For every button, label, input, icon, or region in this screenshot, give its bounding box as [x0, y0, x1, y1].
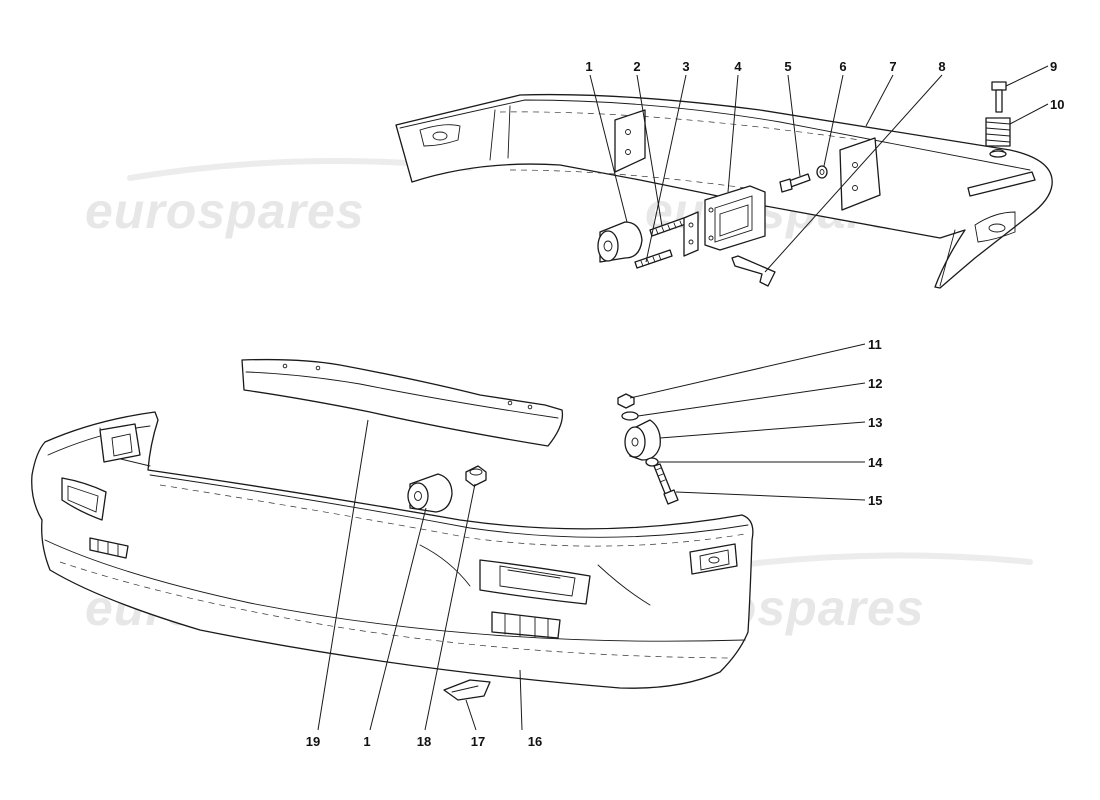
rubber-buffer-front	[407, 473, 453, 513]
watermark-text: eurospares	[85, 183, 365, 239]
callout-4: 4	[734, 59, 742, 74]
callout-17: 17	[471, 734, 485, 749]
callout-16: 16	[528, 734, 542, 749]
front-right-lamp	[689, 543, 738, 575]
front-bumper-body	[31, 411, 754, 689]
rubber-buffer-13	[624, 419, 661, 461]
bolt-9	[991, 81, 1007, 113]
plate-17	[443, 679, 491, 701]
rear-bumper	[395, 93, 1053, 289]
spacer-plate	[683, 211, 699, 257]
front-left-vent	[89, 537, 129, 559]
rear-bumper-plate-strip	[967, 171, 1036, 197]
callout-7: 7	[889, 59, 896, 74]
callout-labels: 1 2 3 4 5 6 7 8 9 10 11 12 13 14 15 16 1…	[306, 59, 1065, 749]
stud-lower	[634, 249, 673, 269]
front-plate-recess	[479, 559, 591, 605]
callout-10: 10	[1050, 97, 1064, 112]
callout-11: 11	[868, 337, 882, 352]
callout-18: 18	[417, 734, 431, 749]
callout-8: 8	[938, 59, 945, 74]
callout-2: 2	[633, 59, 640, 74]
washer-12	[621, 411, 639, 421]
callout-1-rear: 1	[585, 59, 592, 74]
front-left-lamp	[61, 477, 107, 521]
callout-19: 19	[306, 734, 320, 749]
callout-15: 15	[868, 493, 882, 508]
clip-8	[731, 255, 776, 287]
front-bumper	[31, 411, 754, 689]
callout-13: 13	[868, 415, 882, 430]
callout-1-front: 1	[363, 734, 370, 749]
nut-11	[617, 393, 635, 409]
front-inner-bracket	[99, 423, 141, 463]
leader-lines	[317, 65, 1049, 731]
bolt-18	[465, 465, 487, 487]
reinforcement-bar	[241, 358, 564, 447]
callout-9: 9	[1050, 59, 1057, 74]
callout-6: 6	[839, 59, 846, 74]
rear-bumper-right-lamp	[974, 211, 1016, 243]
rear-bumper-left-lamp	[419, 124, 461, 147]
callout-14: 14	[868, 455, 883, 470]
bracket-mount	[704, 185, 766, 251]
callout-12: 12	[868, 376, 882, 391]
rubber-buffer-rear	[597, 221, 643, 263]
rear-bracket-right	[839, 137, 881, 211]
callout-3: 3	[682, 59, 689, 74]
bolt-5	[779, 173, 811, 193]
callout-5: 5	[784, 59, 791, 74]
spring-10	[985, 117, 1011, 158]
rear-bracket-left	[614, 109, 646, 173]
washer-6	[816, 165, 828, 179]
front-center-vent	[491, 611, 561, 639]
bolt-15	[653, 463, 679, 505]
